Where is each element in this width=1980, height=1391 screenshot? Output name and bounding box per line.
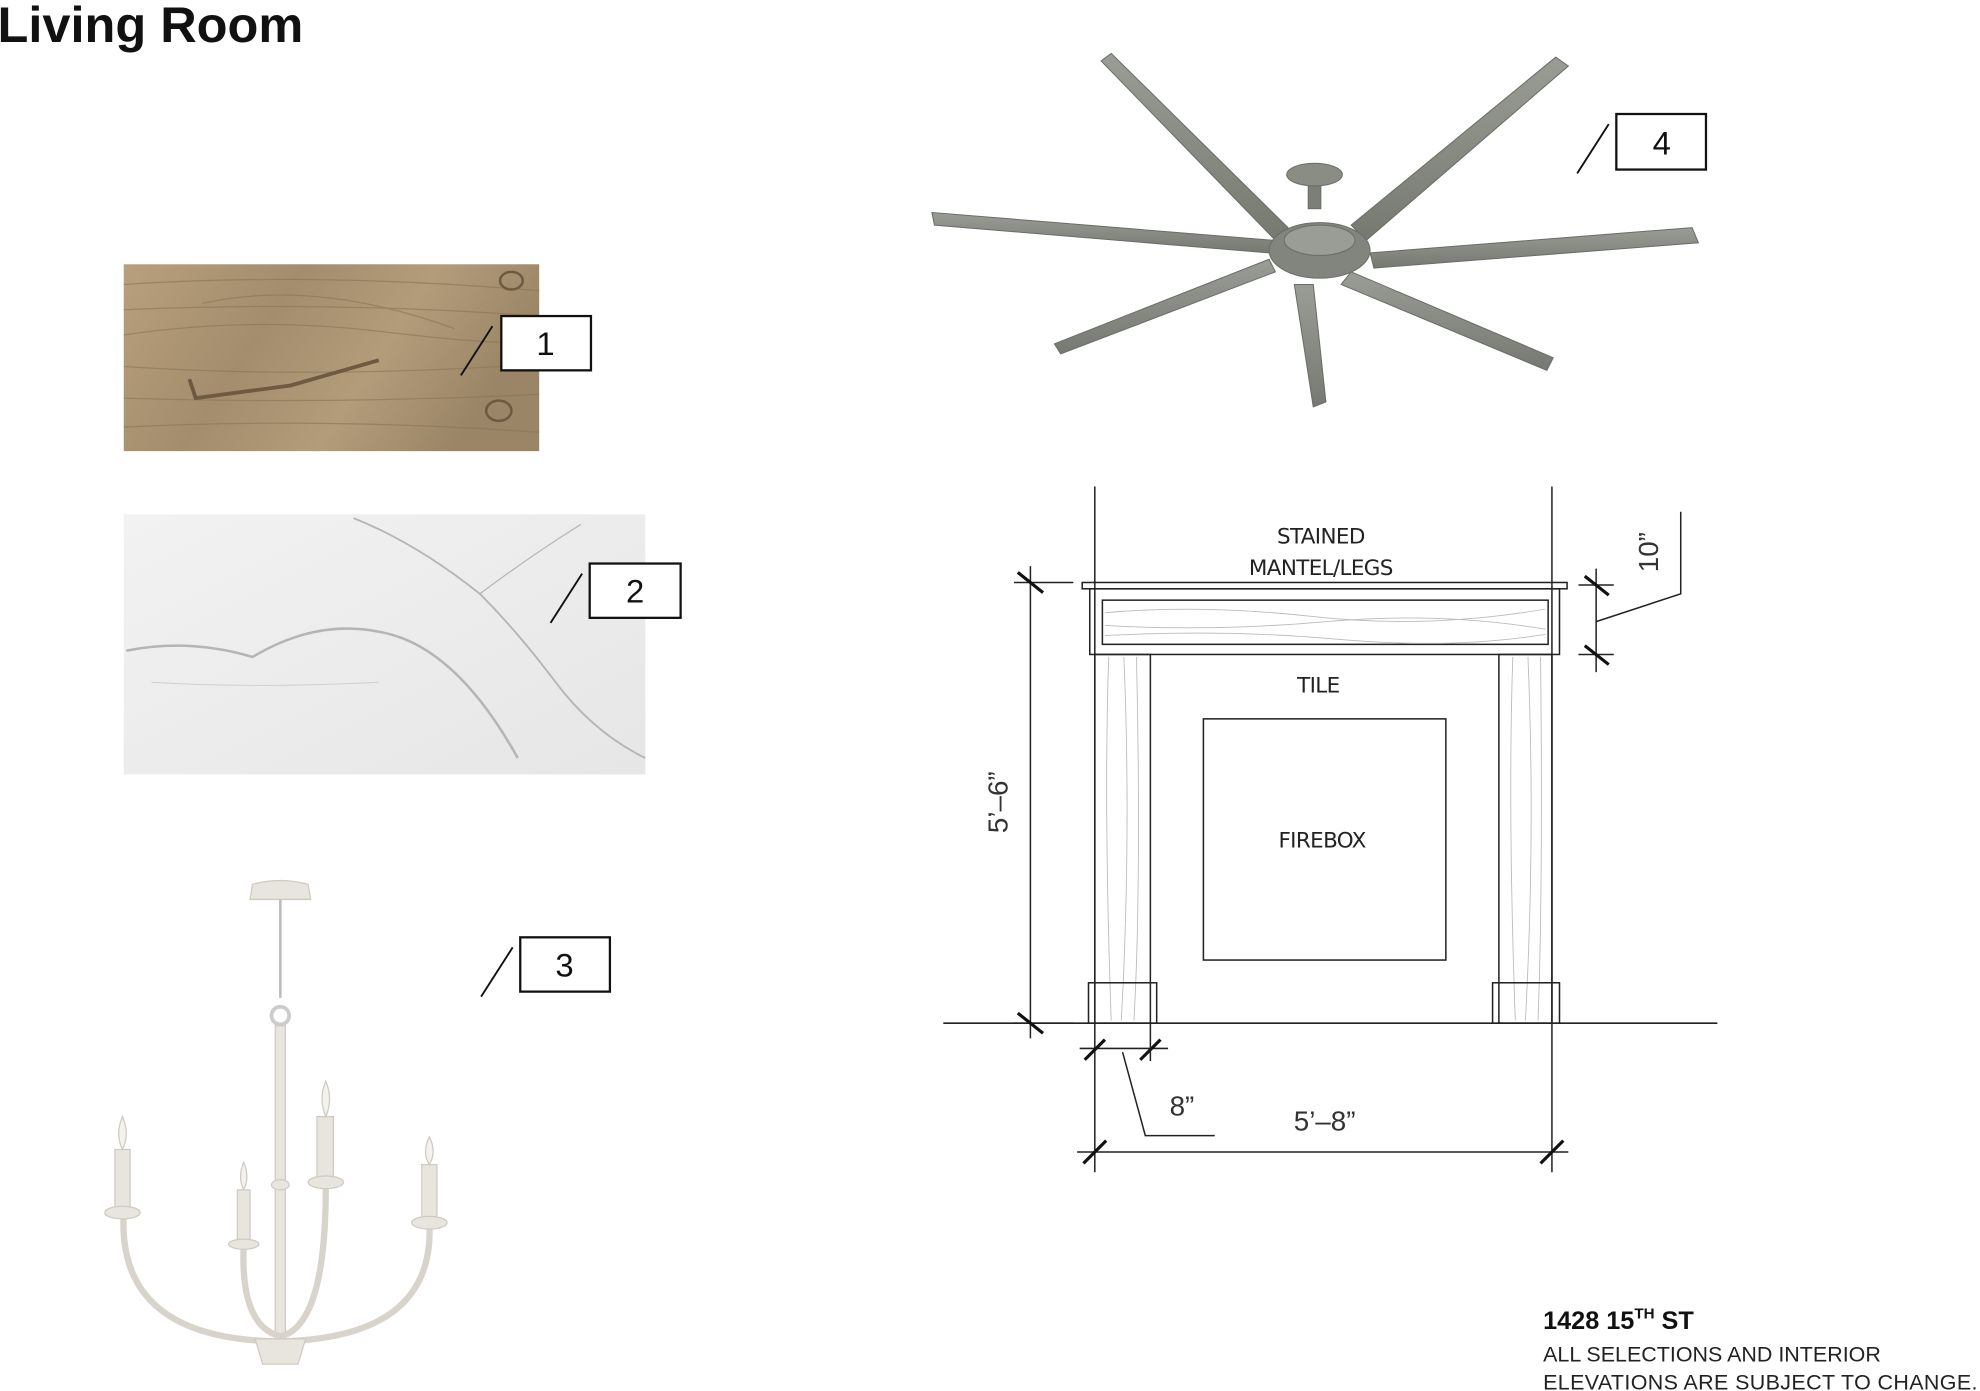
dim-width: 5’–8” <box>1294 1106 1356 1137</box>
label-firebox: FIREBOX <box>1278 829 1366 854</box>
callout-4: 4 <box>1576 112 1708 174</box>
dim-leg: 8” <box>1170 1090 1195 1121</box>
disclaimer-line-2: ELEVATIONS ARE SUBJECT TO CHANGE. <box>1543 1370 1977 1391</box>
callout-number: 4 <box>1653 124 1671 161</box>
address: 1428 15TH ST <box>1543 1306 1694 1335</box>
dim-mantel: 10” <box>1633 532 1664 572</box>
callout-3: 3 <box>480 936 612 998</box>
disclaimer-line-1: ALL SELECTIONS AND INTERIOR <box>1543 1343 1881 1367</box>
fireplace-elevation: STAINED MANTEL/LEGS TILE FIREBOX 5’–6” 1… <box>943 486 1718 1173</box>
page-title: Living Room <box>0 0 303 53</box>
callout-number: 3 <box>555 946 573 983</box>
callout-number: 1 <box>536 325 554 362</box>
footer: 1428 15TH ST ALL SELECTIONS AND INTERIOR… <box>1543 1306 1977 1391</box>
callout-1: 1 <box>460 314 593 376</box>
callout-2: 2 <box>549 562 682 624</box>
marble-swatch <box>123 514 646 775</box>
callout-number: 2 <box>626 573 644 610</box>
label-stained: STAINED <box>1277 524 1365 549</box>
dim-height: 5’–6” <box>983 771 1014 833</box>
ceiling-fan-image <box>931 52 1700 408</box>
wood-swatch <box>123 264 540 452</box>
chandelier-image <box>104 879 448 1365</box>
label-tile: TILE <box>1296 673 1339 698</box>
label-mantel-legs: MANTEL/LEGS <box>1249 556 1393 581</box>
